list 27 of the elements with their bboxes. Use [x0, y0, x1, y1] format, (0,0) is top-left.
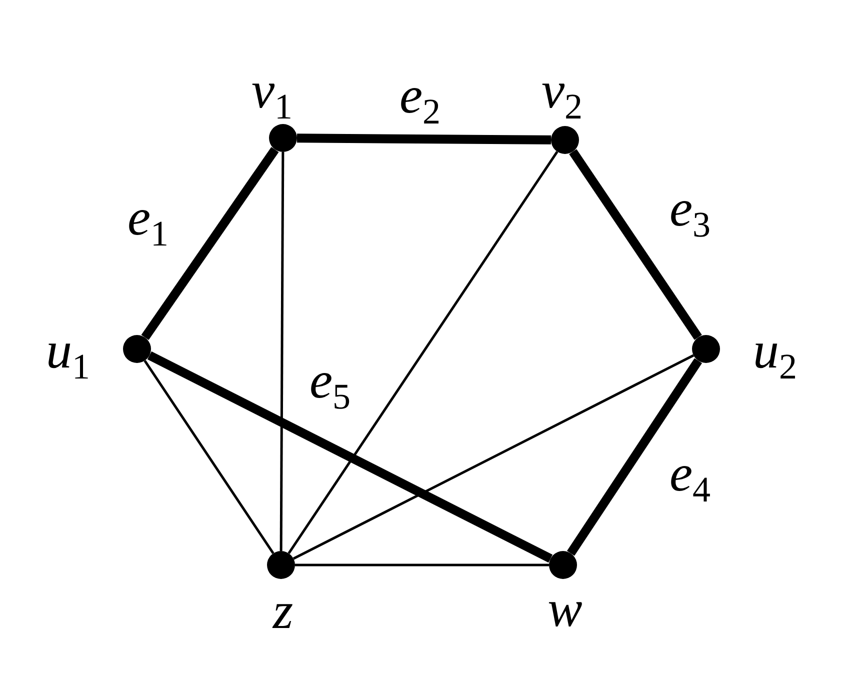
edge [280, 152, 284, 551]
thick-edge [566, 358, 702, 556]
vertex-label: z [272, 586, 294, 638]
vertex-dot [267, 551, 295, 579]
edge [144, 360, 274, 554]
vertex-dot [549, 551, 577, 579]
edge-label: e$_{3}$ [669, 184, 711, 242]
edge-label: e$_{5}$ [309, 356, 351, 414]
edge-label: e$_{4}$ [669, 448, 711, 508]
vertex-label: w [548, 584, 582, 636]
vertex-label: u$_{2}$ [753, 326, 797, 384]
vertex-dot [123, 335, 151, 363]
edge [288, 150, 558, 554]
thick-edge [296, 134, 552, 144]
vertex-label: v$_{2}$ [541, 66, 583, 124]
edge-label: e$_{2}$ [399, 70, 441, 130]
thick-edge [141, 146, 279, 340]
vertex-dot [269, 124, 297, 152]
vertex-dot [551, 126, 579, 154]
vertex-dot [692, 335, 720, 363]
thick-edge [569, 149, 702, 340]
edge-label: e$_{1}$ [127, 192, 169, 252]
vertex-label: v$_{1}$ [251, 66, 293, 124]
thick-edge [147, 351, 553, 563]
edge [292, 354, 694, 560]
vertex-label: u$_{1}$ [46, 326, 90, 384]
edge [295, 564, 549, 566]
